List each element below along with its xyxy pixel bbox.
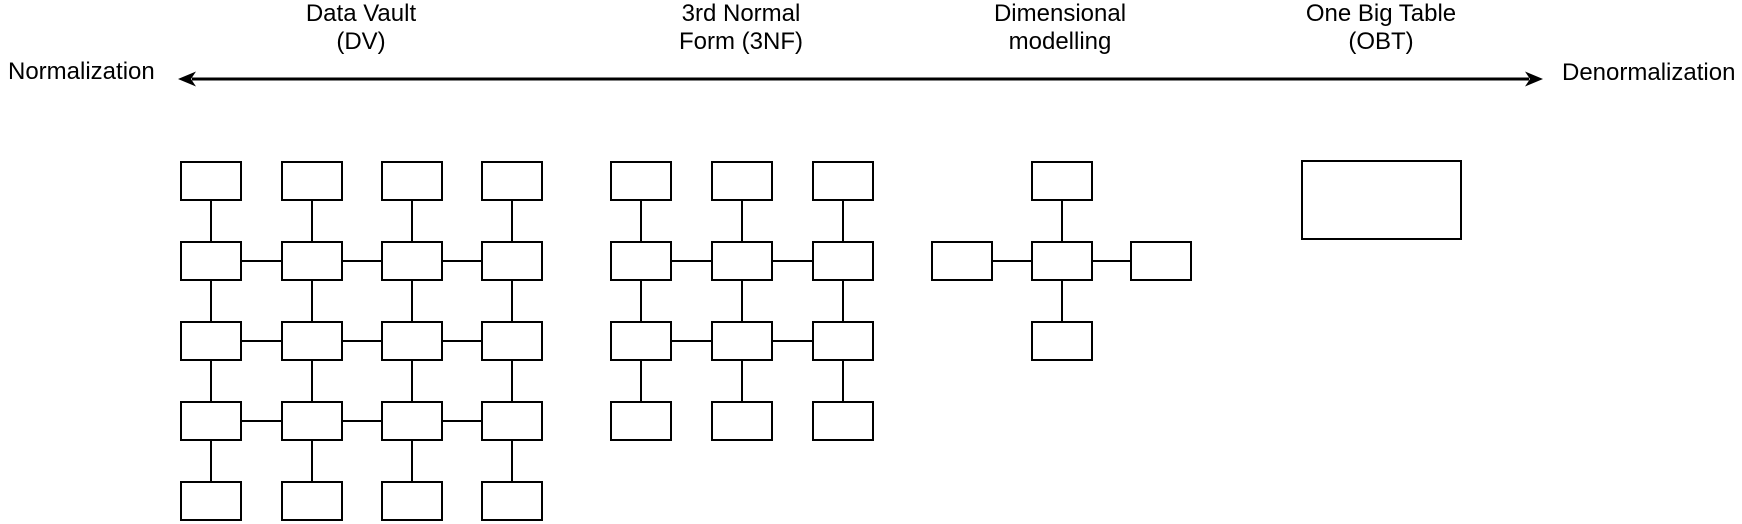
table-box — [281, 481, 343, 521]
relationship-line — [311, 281, 313, 321]
table-box — [812, 401, 874, 441]
table-box — [1031, 241, 1093, 281]
table-box — [481, 481, 543, 521]
relationship-line — [411, 361, 413, 401]
relationship-line — [311, 201, 313, 241]
label-obt-line2: (OBT) — [1348, 28, 1414, 55]
relationship-line — [311, 361, 313, 401]
relationship-line — [443, 420, 481, 422]
relationship-line — [311, 441, 313, 481]
table-box — [711, 161, 773, 201]
table-box — [812, 241, 874, 281]
table-box — [610, 401, 672, 441]
label-3nf-line2: Form (3NF) — [679, 28, 803, 55]
relationship-line — [640, 201, 642, 241]
relationship-line — [741, 201, 743, 241]
relationship-line — [411, 441, 413, 481]
relationship-line — [511, 201, 513, 241]
table-box — [180, 401, 242, 441]
normalization-label: Normalization — [8, 58, 155, 85]
label-data-vault-line1: Data Vault — [305, 0, 417, 27]
relationship-line — [511, 281, 513, 321]
label-dimensional: Dimensional modelling — [910, 0, 1210, 56]
relationship-line — [242, 260, 281, 262]
table-box — [180, 241, 242, 281]
table-box — [180, 161, 242, 201]
relationship-line — [842, 281, 844, 321]
relationship-line — [640, 281, 642, 321]
table-box — [610, 321, 672, 361]
relationship-line — [443, 340, 481, 342]
table-box — [481, 241, 543, 281]
table-box — [711, 401, 773, 441]
relationship-line — [672, 260, 711, 262]
table-box — [481, 321, 543, 361]
table-box — [281, 161, 343, 201]
relationship-line — [511, 361, 513, 401]
relationship-line — [343, 340, 381, 342]
table-box — [610, 161, 672, 201]
label-3nf-line1: 3rd Normal — [681, 0, 801, 27]
table-box — [1301, 160, 1462, 240]
table-box — [180, 481, 242, 521]
relationship-line — [1061, 201, 1063, 241]
relationship-line — [443, 260, 481, 262]
relationship-line — [1061, 281, 1063, 321]
table-box — [381, 401, 443, 441]
relationship-line — [242, 340, 281, 342]
label-data-vault-line2: (DV) — [336, 28, 386, 55]
relationship-line — [343, 420, 381, 422]
table-box — [180, 321, 242, 361]
relationship-line — [640, 361, 642, 401]
relationship-line — [210, 281, 212, 321]
table-box — [281, 241, 343, 281]
relationship-line — [242, 420, 281, 422]
table-box — [610, 241, 672, 281]
table-box — [481, 161, 543, 201]
relationship-line — [842, 201, 844, 241]
table-box — [281, 401, 343, 441]
relationship-line — [842, 361, 844, 401]
relationship-line — [210, 361, 212, 401]
table-box — [812, 161, 874, 201]
relationship-line — [210, 201, 212, 241]
label-dimensional-line2: modelling — [1008, 28, 1112, 55]
relationship-line — [511, 441, 513, 481]
label-data-vault: Data Vault (DV) — [211, 0, 511, 56]
label-dimensional-line1: Dimensional — [993, 0, 1127, 27]
table-box — [381, 481, 443, 521]
relationship-line — [411, 201, 413, 241]
table-box — [812, 321, 874, 361]
relationship-line — [343, 260, 381, 262]
table-box — [281, 321, 343, 361]
label-obt-line1: One Big Table — [1305, 0, 1457, 27]
relationship-line — [773, 260, 812, 262]
relationship-line — [741, 281, 743, 321]
table-box — [711, 321, 773, 361]
relationship-line — [773, 340, 812, 342]
relationship-line — [741, 361, 743, 401]
relationship-line — [210, 441, 212, 481]
table-box — [1130, 241, 1192, 281]
label-3nf: 3rd Normal Form (3NF) — [591, 0, 891, 56]
table-box — [381, 321, 443, 361]
relationship-line — [1093, 260, 1130, 262]
table-box — [481, 401, 543, 441]
table-box — [931, 241, 993, 281]
table-box — [711, 241, 773, 281]
label-obt: One Big Table (OBT) — [1231, 0, 1531, 56]
relationship-line — [993, 260, 1031, 262]
table-box — [381, 161, 443, 201]
table-box — [1031, 161, 1093, 201]
relationship-line — [672, 340, 711, 342]
table-box — [1031, 321, 1093, 361]
denormalization-label: Denormalization — [1562, 59, 1736, 86]
relationship-line — [411, 281, 413, 321]
table-box — [381, 241, 443, 281]
